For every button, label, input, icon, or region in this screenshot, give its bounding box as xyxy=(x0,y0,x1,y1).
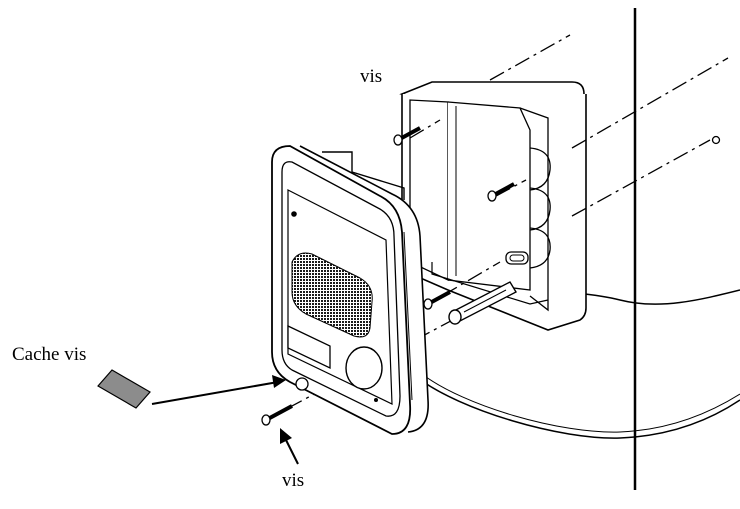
label-vis-top: vis xyxy=(360,66,383,87)
call-button xyxy=(345,346,383,390)
screw-top-icon xyxy=(393,126,421,146)
name-tag xyxy=(287,324,331,370)
arrow-cache-vis xyxy=(151,375,286,405)
screw-bottom-icon xyxy=(261,404,293,426)
screw-middle-icon xyxy=(487,182,515,202)
wall-anchor-icon xyxy=(448,281,517,325)
screw-lower-icon xyxy=(423,290,451,310)
arrow-vis-bottom xyxy=(280,428,299,465)
speaker-grille xyxy=(291,252,373,338)
label-vis-bottom: vis xyxy=(282,470,305,491)
camera-lens xyxy=(295,377,309,391)
screw-cover-icon xyxy=(97,369,151,409)
wall-hole-icon xyxy=(711,135,721,145)
label-cache-vis: Cache vis xyxy=(12,344,87,365)
cable-loop xyxy=(417,377,740,439)
cable-loop-inner xyxy=(421,373,740,433)
